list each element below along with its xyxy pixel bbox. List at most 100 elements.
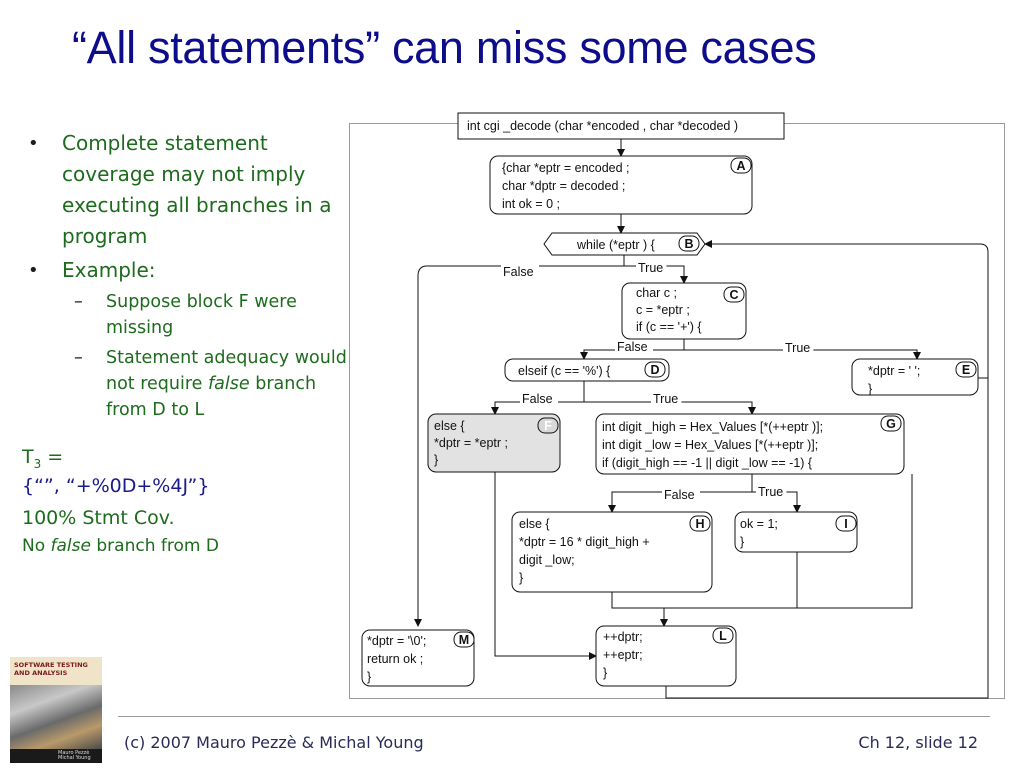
node-label-badge: C [723,286,745,303]
bullet-list: • Complete statement coverage may not im… [22,128,357,427]
no-false-branch-text: No false branch from D [22,536,219,556]
test-set-equals: = [41,446,64,468]
node-code-line: else { [519,517,550,531]
node-label: F [544,419,552,433]
dash-icon: – [74,348,83,368]
node-code-line: {char *eptr = encoded ; [502,161,630,175]
coverage-text: 100% Stmt Cov. [22,507,175,529]
node-i: ok = 1;} I [734,511,858,553]
edge-label: False [522,392,553,406]
node-code-line: *dptr = 16 * digit_high + [519,535,650,549]
node-l: ++dptr; ++eptr;} L [595,625,737,687]
node-code-line: char c ; [636,286,677,300]
node-code-line: while (*eptr ) { [576,238,655,252]
bullet-text: Complete statement coverage may not impl… [62,131,332,248]
sub-bullet-text-pre: Statement adequacy would not require [106,348,347,394]
node-code-line: return ok ; [367,652,423,666]
node-label: D [650,363,659,377]
bullet-item: • Complete statement coverage may not im… [22,128,357,252]
flow-edge [704,240,989,379]
node-code-line: int ok = 0 ; [502,197,560,211]
node-label: C [729,288,738,302]
book-title-line: AND ANALYSIS [14,669,68,677]
node-label-badge: E [955,361,977,378]
flow-edge [665,378,989,699]
node-code-line: ++dptr; [603,630,643,644]
node-label-badge: M [453,631,475,648]
flow-edge [664,474,913,609]
node-code-line: } [603,666,607,680]
node-code-line: *dptr = *eptr ; [434,436,508,450]
node-code-line: } [519,571,523,585]
node-code-line: digit _low; [519,553,575,567]
edge-label: False [664,488,695,502]
test-set-subscript: 3 [33,456,42,471]
edge-label: True [653,392,678,406]
node-code-line: } [740,535,744,549]
node-label: H [695,517,704,531]
node-label: E [962,363,970,377]
no-false-emphasis: false [50,536,91,556]
node-h: else { *dptr = 16 * digit_high + digit _lo… [511,511,713,593]
node-code-line: int digit _high = Hex_Values [*(++eptr )… [602,420,823,434]
node-f: else { *dptr = *eptr ;} F [427,413,561,473]
node-label-badge: B [678,235,700,252]
node-label: B [684,237,693,251]
node-code-line: } [868,382,872,396]
node-d: elseif (c == '%') { D [504,358,670,382]
sub-bullet-text-post: branch from D to L [106,374,317,420]
node-g: int digit _high = Hex_Values [*(++eptr )… [595,413,905,475]
node-label-badge: L [712,627,734,644]
function-header-text: int cgi _decode (char *encoded , char *d… [467,119,738,133]
sub-bullet-text: Suppose block F were missing [106,292,297,338]
no-false-pre: No [22,536,51,556]
dash-icon: – [74,292,83,312]
edge-label: False [503,265,534,279]
book-title-line: SOFTWARE TESTING [14,661,88,669]
node-label-badge: A [730,157,752,174]
edge-label: True [785,341,810,355]
test-set-letter: T [22,446,34,468]
test-set-value: {“”, “+%0D+%4J”} [22,475,210,497]
edge-label: False [617,340,648,354]
node-code-line: ok = 1; [740,517,778,531]
node-a: {char *eptr = encoded ; char *dptr = dec… [489,155,753,215]
node-code-line: elseif (c == '%') { [518,364,610,378]
bullet-item: • Example: [22,255,357,286]
bullet-text: Example: [62,258,156,282]
test-set-label: T3 = [22,446,63,471]
node-code-line: char *dptr = decoded ; [502,179,625,193]
node-c: char c ; c = *eptr ; if (c == '+') { C [621,282,747,340]
node-m: *dptr = '\0';return ok ;}M [361,629,475,687]
sub-bullet-item: – Suppose block F were missing [22,289,357,341]
node-label-badge: F [537,417,559,434]
node-label: L [719,629,727,643]
node-label: I [844,517,847,531]
node-e: *dptr = ' ';} E [851,358,979,396]
sub-bullet-emphasis: false [208,374,250,394]
node-code-line: else { [434,419,465,433]
footer-divider [118,716,990,717]
footer-slide-number: Ch 12, slide 12 [858,733,978,752]
node-code-line: ++eptr; [603,648,643,662]
node-code-line: *dptr = ' '; [868,364,920,378]
bullet-dot-icon: • [28,260,39,281]
sub-bullet-item: – Statement adequacy would not require f… [22,345,357,423]
node-code-line: } [367,670,371,684]
function-header: int cgi _decode (char *encoded , char *d… [457,112,785,140]
node-code-line: c = *eptr ; [636,303,690,317]
flow-edge [414,255,625,627]
node-label: G [886,417,896,431]
node-b: while (*eptr ) { B [543,232,706,256]
node-label: A [736,159,745,173]
bullet-dot-icon: • [28,133,39,154]
slide-title: “All statements” can miss some cases [72,22,817,73]
node-code-line: } [434,453,438,467]
node-code-line: int digit _low = Hex_Values [*(++eptr )]… [602,438,818,452]
edge-label: True [638,261,663,275]
node-code-line: if (c == '+') { [636,320,702,334]
node-label: M [459,633,469,647]
book-author: Michal Young [58,755,91,761]
